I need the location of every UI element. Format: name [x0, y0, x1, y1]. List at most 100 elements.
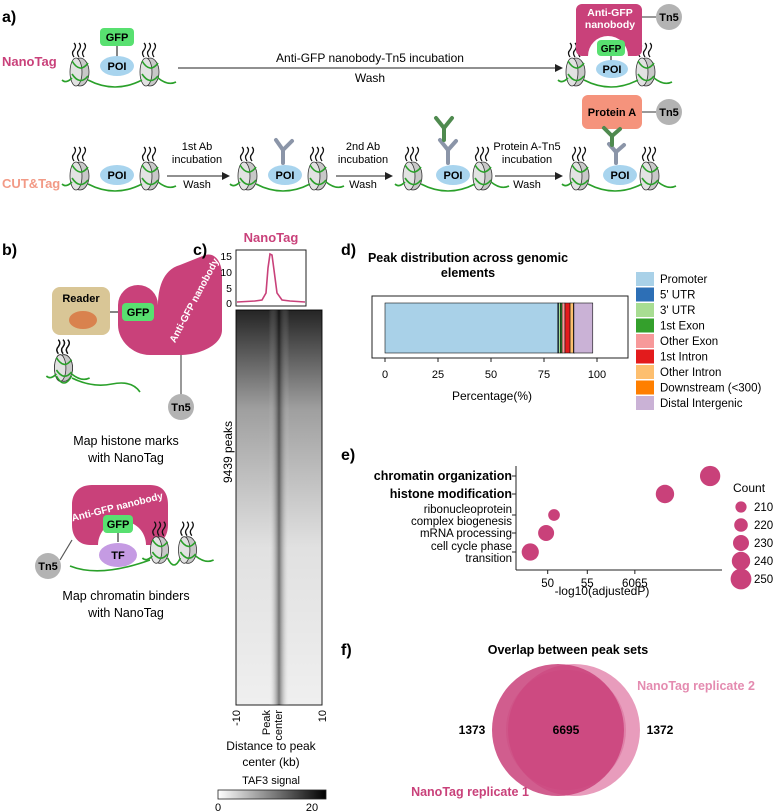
tn5-enzyme: [656, 4, 682, 30]
dot-category-label-2-0: ribonucleoprotein: [424, 504, 512, 516]
histone-tail: [571, 146, 577, 162]
nanotag-chromatin-left: [61, 42, 177, 88]
heatmap-xlabel-line2: center (kb): [242, 755, 299, 769]
legend-swatch-4: [636, 334, 654, 348]
profile-title: NanoTag: [244, 230, 299, 245]
dot-tick-label-2: 6065: [622, 578, 648, 590]
dna-tail: [157, 181, 177, 189]
dna-tail: [490, 181, 510, 189]
histone-tail: [314, 146, 320, 162]
histone-tail: [409, 146, 415, 162]
dna-tail: [61, 181, 73, 187]
histone-tail: [484, 146, 490, 162]
dna-wrap: [239, 164, 257, 173]
histone-tail: [151, 146, 157, 162]
histone-tail: [641, 146, 647, 162]
histone-tail: [249, 146, 255, 162]
venn-set2-only: 1372: [647, 723, 674, 737]
nucleosome-face: [635, 57, 649, 87]
venn-title: Overlap between peak sets: [488, 643, 649, 657]
legend-label-8: Distal Intergenic: [660, 398, 743, 410]
histone-tail: [581, 146, 587, 162]
primary-antibody-icon: [274, 138, 294, 165]
histone-tail: [71, 146, 77, 162]
histone-tail: [189, 521, 194, 537]
heatmap-center-band: [236, 310, 322, 705]
dna-wrap: [55, 357, 73, 366]
dot-category-label-1-0: histone modification: [390, 487, 512, 501]
dot-legend-title: Count: [733, 481, 766, 495]
histone-tail: [156, 521, 162, 537]
nucleosome-face: [69, 57, 83, 87]
tn5-label-b2: Tn5: [38, 561, 58, 573]
heatmap-xtick-mid1: Peak: [261, 710, 273, 736]
dna-wrap: [71, 164, 89, 173]
tn5-enzyme-b1: [168, 394, 194, 420]
dot-category-label-0-0: chromatin organization: [374, 469, 512, 483]
caption-b1-line2: with NanoTag: [87, 451, 164, 465]
reader-label: Reader: [62, 293, 100, 305]
tn5-label-b1: Tn5: [171, 402, 191, 414]
profile-ytick-5: 5: [226, 283, 232, 295]
nanotag-arrowhead: [555, 64, 563, 72]
dna-wrap: [55, 369, 73, 377]
nucleosome-face: [565, 57, 579, 87]
dot-legend-label-0: 210: [754, 502, 773, 514]
cuttag-row-label: CUT&Tag: [2, 176, 60, 191]
histone-tail: [141, 42, 147, 58]
heatmap-xlabel-line1: Distance to peak: [226, 739, 316, 753]
gfp-tag: [100, 28, 134, 46]
cut-poi-1-label: POI: [108, 170, 127, 182]
dot-xlabel: -log10(adjustedP): [555, 584, 650, 598]
colorbar-max: 20: [306, 802, 318, 811]
legend-label-1: 5' UTR: [660, 290, 695, 302]
nanotag-step-line2: Wash: [355, 71, 385, 85]
linker-dna: [87, 79, 143, 88]
stack-tick-label-3: 75: [538, 369, 550, 381]
poi-protein: [100, 56, 134, 76]
protein-a-label: Protein A: [588, 107, 637, 119]
colorbar: [217, 789, 327, 800]
cuttag-chromatin-3: [394, 146, 510, 192]
dna-wrap: [404, 177, 422, 186]
stack-segment-0: [384, 302, 559, 354]
stack-tick-label-1: 25: [432, 369, 444, 381]
histone-tail: [76, 146, 82, 162]
heatmap-xtick-right: 10: [317, 710, 329, 722]
profile-plot-area: [235, 249, 307, 307]
dna-tail: [229, 181, 241, 187]
profile-y-ticks: 15 10 5 0: [220, 251, 232, 310]
histone-tail: [152, 521, 157, 537]
cut-poi-2: [268, 165, 302, 185]
dot-legend-label-1: 220: [754, 520, 773, 532]
cut-poi-3: [436, 165, 470, 185]
histone-tail: [184, 521, 190, 537]
gfp-label-bound: GFP: [601, 44, 622, 55]
dot-point-3: [538, 525, 555, 541]
nanobody-label-line1: Anti-GFP: [587, 7, 633, 19]
dot-category-label-2-1: complex biogenesis: [411, 516, 512, 528]
dna-wrap: [179, 539, 197, 548]
histone-tail: [576, 146, 582, 162]
dna-wrap: [404, 164, 422, 173]
heatmap-xtick-left: -10: [231, 710, 243, 726]
histone-tail: [404, 146, 410, 162]
cuttag-chromatin-1: [61, 146, 177, 192]
histone-tail: [180, 521, 185, 537]
nanotag-step-line1: Anti-GFP nanobody-Tn5 incubation: [276, 51, 464, 65]
dna-wrap: [637, 73, 655, 82]
tn5-linker-b2: [59, 539, 73, 561]
dna-tail: [394, 181, 406, 187]
linker-dna: [587, 183, 643, 192]
cut-step3-l3: Wash: [513, 179, 541, 191]
anti-gfp-nanobody-b1: [118, 254, 222, 355]
gfp-tag-b2: [103, 515, 133, 533]
stack-bars: [384, 302, 594, 354]
histone-tail: [309, 146, 315, 162]
dna-wrap: [141, 73, 159, 82]
legend-swatch-6: [636, 365, 654, 379]
stack-tick-label-4: 100: [588, 369, 606, 381]
dot-legend-label-3: 240: [754, 556, 773, 568]
histone-tail: [414, 146, 420, 162]
